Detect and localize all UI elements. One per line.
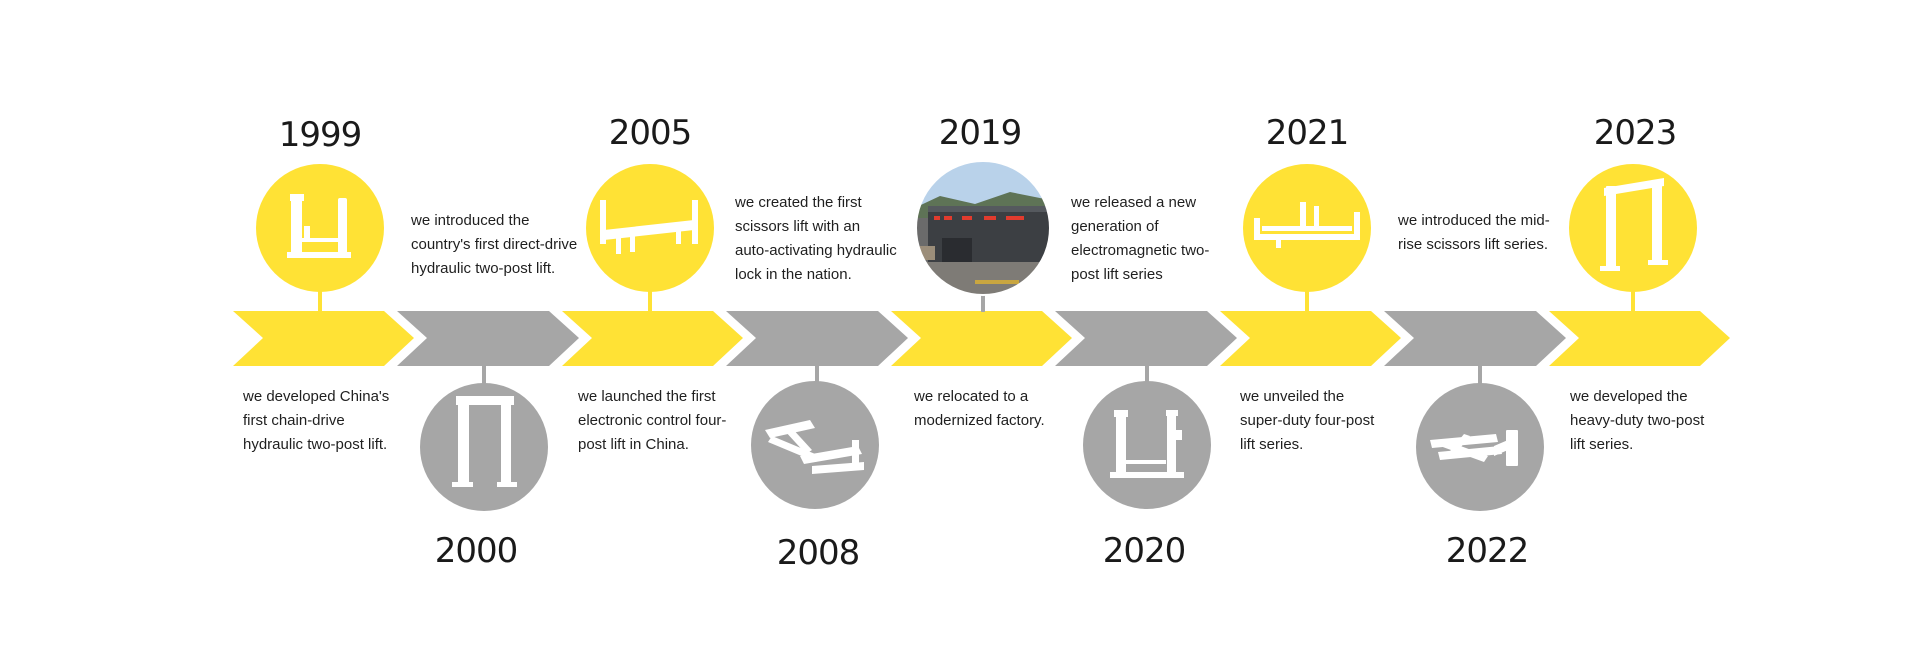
description-2008: we created the first scissors lift with … <box>735 194 897 283</box>
year-2005: 2005 <box>609 113 692 153</box>
arrow-segment-1999 <box>233 311 414 366</box>
description-2005: we launched the first electronic control… <box>578 388 727 453</box>
milestone-2005: 2005 <box>586 113 714 292</box>
milestone-2020: 2020 <box>1083 381 1211 571</box>
year-1999: 1999 <box>279 115 362 155</box>
milestone-2023: 2023 <box>1569 113 1697 292</box>
milestone-circle-2000 <box>420 383 548 511</box>
arrow-segment-2019 <box>891 311 1072 366</box>
milestone-2019: 2019 <box>915 113 1051 296</box>
connector-2019 <box>981 292 985 312</box>
year-2020: 2020 <box>1103 531 1186 571</box>
two-post-lift-icon <box>287 194 351 258</box>
connectors <box>318 288 1635 389</box>
arrow-segment-2020 <box>1055 311 1237 366</box>
year-2019: 2019 <box>939 113 1022 153</box>
connector-2021 <box>1305 288 1309 312</box>
milestone-2022: 2022 <box>1416 383 1544 571</box>
connector-2022 <box>1478 364 1482 389</box>
milestone-2000: 2000 <box>420 383 548 571</box>
arrow-segment-2000 <box>397 311 579 366</box>
connector-2005 <box>648 288 652 312</box>
description-2019: we relocated to a modernized factory. <box>914 388 1045 429</box>
description-2000: we introduced the country's first direct… <box>411 212 578 277</box>
mid-rise-scissor-lift-icon <box>1430 430 1518 466</box>
description-2023: we developed the heavy-duty two-post lif… <box>1570 388 1705 453</box>
scissor-lift-icon <box>765 420 864 474</box>
connector-2008 <box>815 364 819 388</box>
connector-1999 <box>318 288 322 312</box>
description-2021: we unveiled the super-duty four-post lif… <box>1240 388 1375 453</box>
milestone-circle-1999 <box>256 164 384 292</box>
milestone-1999: 1999 <box>256 115 384 292</box>
year-2000: 2000 <box>435 531 518 571</box>
milestone-circle-2020 <box>1083 381 1211 509</box>
arrow-segment-2005 <box>562 311 743 366</box>
arrow-segment-2021 <box>1220 311 1401 366</box>
photo-frame-2019 <box>915 160 1051 296</box>
connector-2023 <box>1631 288 1635 312</box>
super-duty-four-post-lift-icon <box>1254 202 1360 248</box>
arrow-segment-2008 <box>726 311 908 366</box>
electromagnetic-two-post-lift-icon <box>1110 410 1184 478</box>
four-post-lift-icon <box>600 200 698 254</box>
connector-2000 <box>482 364 486 389</box>
milestone-2008: 2008 <box>751 381 879 573</box>
description-2020: we released a new generation of electrom… <box>1071 194 1210 283</box>
arrow-segment-2022 <box>1384 311 1566 366</box>
milestone-circle-2008 <box>751 381 879 509</box>
milestone-circle-2022 <box>1416 383 1544 511</box>
heavy-duty-two-post-lift-icon <box>1600 178 1668 271</box>
year-2022: 2022 <box>1446 531 1529 571</box>
arrow-segment-2023 <box>1549 311 1730 366</box>
year-2021: 2021 <box>1266 113 1349 153</box>
factory-photo <box>916 161 1050 295</box>
clear-floor-two-post-lift-icon <box>452 396 517 487</box>
connector-2020 <box>1145 364 1149 388</box>
description-2022: we introduced the mid- rise scissors lif… <box>1398 212 1550 253</box>
year-2023: 2023 <box>1594 113 1677 153</box>
description-1999: we developed China's first chain-drive h… <box>243 388 390 453</box>
arrow-band <box>233 311 1730 366</box>
milestone-2021: 2021 <box>1243 113 1371 292</box>
year-2008: 2008 <box>777 533 860 573</box>
